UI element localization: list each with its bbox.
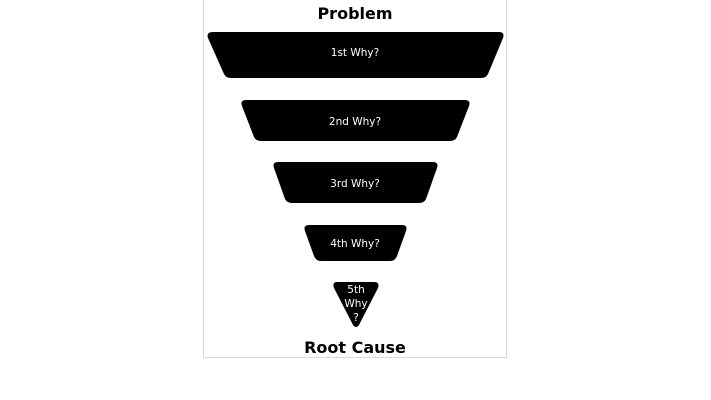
root-cause-heading: Root Cause	[304, 338, 406, 357]
why-level-2-label: 2nd Why?	[328, 116, 382, 128]
problem-heading: Problem	[317, 4, 393, 23]
why-level-1-label: 1st Why?	[330, 47, 380, 59]
why-level-2-shape	[241, 100, 470, 141]
why-level-5-label: 5th Why ?	[344, 284, 368, 324]
why-level-4-shape	[304, 225, 407, 261]
why-level-3-label: 3rd Why?	[330, 178, 380, 190]
why-level-4-label: 4th Why?	[330, 238, 380, 250]
why-level-5-shape	[333, 282, 379, 327]
why-level-3-shape	[273, 162, 438, 203]
why-level-1-shape	[207, 32, 504, 78]
